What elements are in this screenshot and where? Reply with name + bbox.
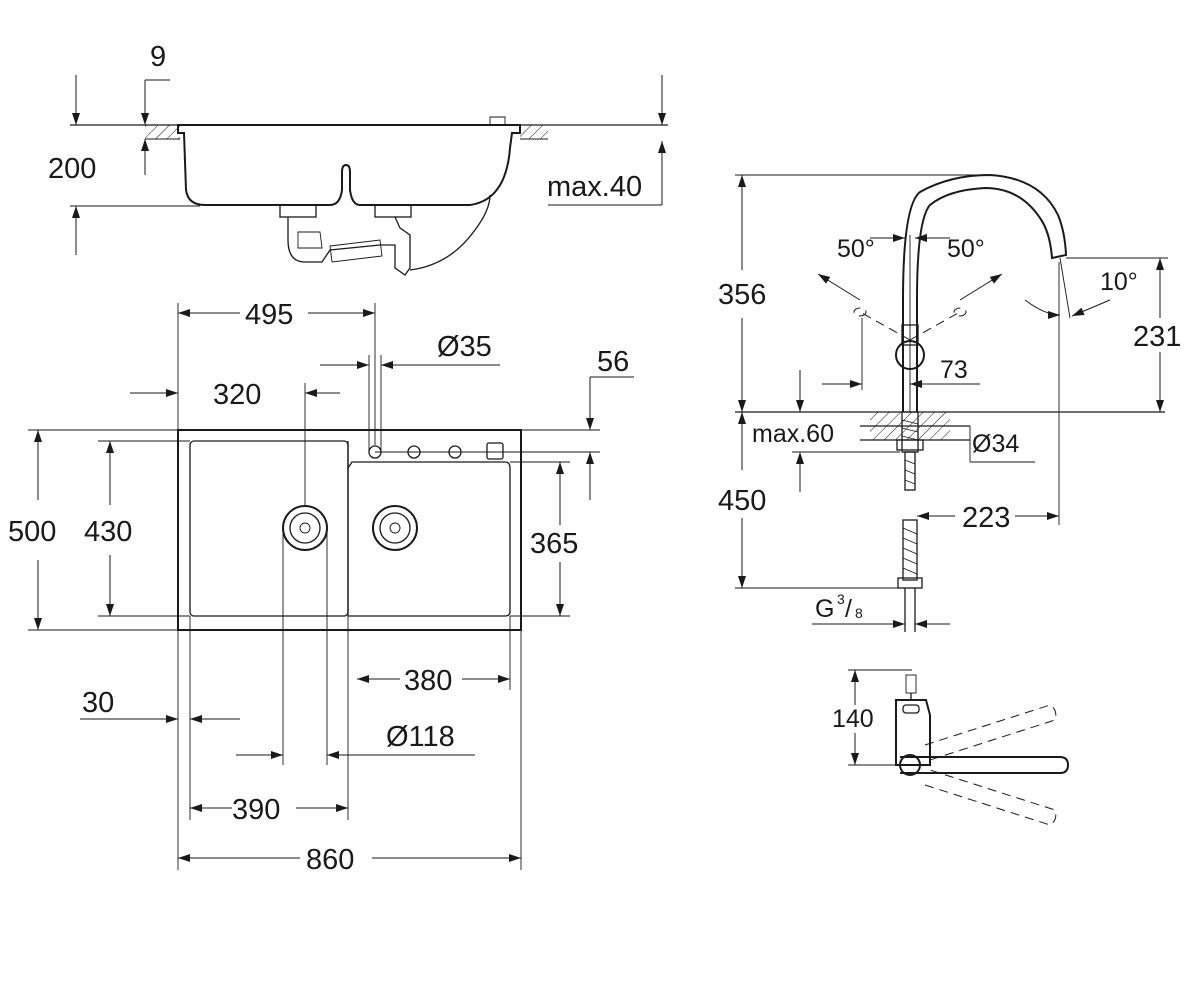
dim-overall-width: 860 [306, 844, 354, 876]
dim-deck-max: max.60 [752, 420, 834, 448]
dim-hose-length: 450 [718, 485, 766, 517]
countertop-hatch-left [145, 125, 180, 139]
faucet-body [902, 173, 1068, 412]
faucet-lever [901, 324, 919, 346]
faucet-top-spout [900, 756, 1070, 774]
sink-plan-view: 495 320 Ø35 56 500 430 365 [8, 299, 634, 876]
dim-thread-num: 3 [837, 591, 845, 607]
dim-reach: 223 [962, 502, 1010, 534]
dim-edge-offset: 30 [82, 687, 114, 719]
dim-faucet-height: 356 [718, 279, 766, 311]
left-drain [279, 204, 317, 218]
dim-left-bowl-width: 495 [245, 299, 293, 331]
dim-swivel-left: 50° [837, 235, 875, 263]
overflow-tube [409, 194, 491, 271]
siphon [287, 216, 411, 276]
dim-top-depth: 140 [832, 705, 874, 733]
svg-text:/: / [845, 595, 852, 623]
overflow-slot [486, 442, 504, 460]
dim-right-bowl-width: 380 [404, 665, 452, 697]
sink-outline [177, 429, 522, 631]
faucet-top-view: 140 [832, 669, 1070, 826]
supply-hoses [897, 519, 923, 632]
dim-bowl-depth: 430 [84, 516, 132, 548]
left-drain-plan [282, 505, 328, 551]
faucet-side-view: 50° 50° 10° 356 231 73 max.60 Ø34 [718, 173, 1181, 632]
dim-sink-depth: 200 [48, 153, 96, 185]
left-bowl-basin [189, 440, 349, 617]
dim-countertop-max: max.40 [547, 171, 642, 203]
dim-swivel-right: 50° [947, 235, 985, 263]
dim-lip-thickness: 9 [150, 41, 166, 73]
right-bowl-basin [347, 461, 511, 617]
mounting-shank [896, 411, 924, 491]
dim-spout-angle: 10° [1100, 268, 1138, 296]
faucet-lever-hub [895, 340, 925, 370]
sink-section-view: 9 200 max.40 [48, 41, 668, 276]
right-drain-plan [372, 505, 418, 551]
dim-tap-hole-diameter: Ø35 [437, 331, 492, 363]
faucet-top-body [895, 699, 931, 766]
dim-lever-offset: 73 [940, 356, 968, 384]
dim-left-bowl-inner: 390 [232, 794, 280, 826]
dim-thread-den: 8 [855, 605, 863, 621]
dim-right-bowl-depth: 365 [530, 528, 578, 560]
countertop-hatch-right [520, 125, 548, 139]
dim-drain-diameter: Ø118 [386, 721, 455, 753]
dim-hole-diameter: Ø34 [972, 430, 1019, 458]
dim-spout-height: 231 [1133, 321, 1181, 353]
sink-body-section [177, 124, 521, 206]
dim-left-drain-offset: 320 [213, 379, 261, 411]
right-drain [374, 204, 412, 218]
dim-overall-depth: 500 [8, 516, 56, 548]
dim-thread-main: G [815, 595, 834, 623]
dim-tap-hole-offset: 56 [597, 346, 629, 378]
